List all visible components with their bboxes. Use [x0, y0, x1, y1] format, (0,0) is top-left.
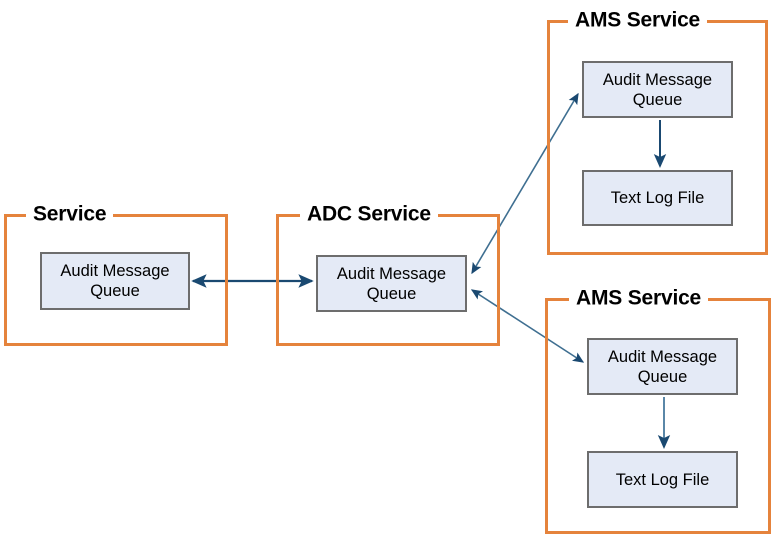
node-adc-audit-message-queue: Audit Message Queue — [316, 255, 467, 312]
node-ams-bottom-text-log-file: Text Log File — [587, 451, 738, 508]
node-service-audit-message-queue: Audit Message Queue — [40, 252, 190, 310]
node-ams-top-text-log-file: Text Log File — [582, 170, 733, 226]
node-ams-top-audit-message-queue: Audit Message Queue — [582, 61, 733, 118]
container-service — [4, 214, 228, 346]
container-adc-service-title: ADC Service — [300, 203, 438, 225]
container-service-title: Service — [26, 203, 114, 225]
container-ams-service-bottom-title: AMS Service — [569, 287, 709, 309]
container-ams-service-top-title: AMS Service — [568, 9, 708, 31]
node-ams-bottom-audit-message-queue: Audit Message Queue — [587, 338, 738, 395]
